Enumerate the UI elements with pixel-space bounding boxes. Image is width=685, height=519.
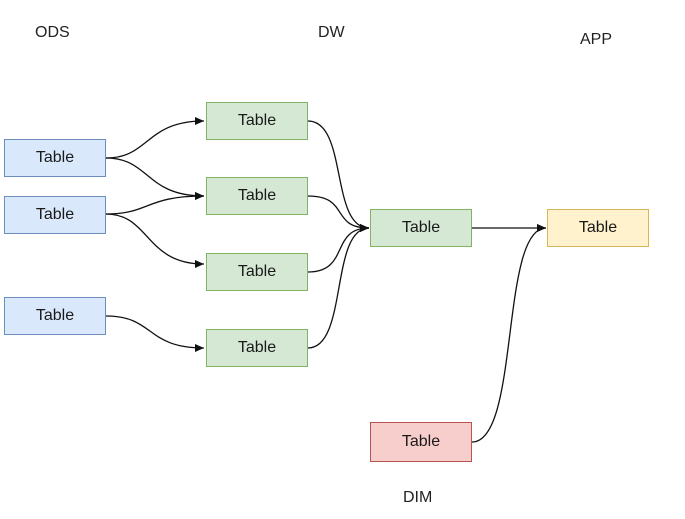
layer-label-ods: ODS xyxy=(35,24,70,41)
edge-dw4-merged xyxy=(307,224,370,349)
edge-dw1-merged xyxy=(307,120,370,232)
ods-table-node-3[interactable]: Table xyxy=(4,297,106,335)
layer-label-dw: DW xyxy=(318,24,345,41)
layer-label-app: APP xyxy=(580,31,613,48)
edge-ods2-dw3 xyxy=(105,213,205,268)
edge-ods3-dw4 xyxy=(105,315,205,352)
edge-dw2-merged xyxy=(307,195,370,232)
dw-table-node-1[interactable]: Table xyxy=(206,102,308,140)
edge-dim-app xyxy=(471,224,547,443)
edge-dw3-merged xyxy=(307,224,370,273)
edge-ods1-dw2 xyxy=(105,157,205,200)
ods-table-node-2[interactable]: Table xyxy=(4,196,106,234)
layer-label-dim: DIM xyxy=(403,489,433,506)
dim-table-node[interactable]: Table xyxy=(370,422,472,462)
dw-table-node-3[interactable]: Table xyxy=(206,253,308,291)
dw-merged-table-node[interactable]: Table xyxy=(370,209,472,247)
app-table-node[interactable]: Table xyxy=(547,209,649,247)
edge-ods2-dw2 xyxy=(105,192,205,215)
edge-ods1-dw1 xyxy=(105,117,205,159)
dw-table-node-4[interactable]: Table xyxy=(206,329,308,367)
ods-table-node-1[interactable]: Table xyxy=(4,139,106,177)
dw-table-node-2[interactable]: Table xyxy=(206,177,308,215)
